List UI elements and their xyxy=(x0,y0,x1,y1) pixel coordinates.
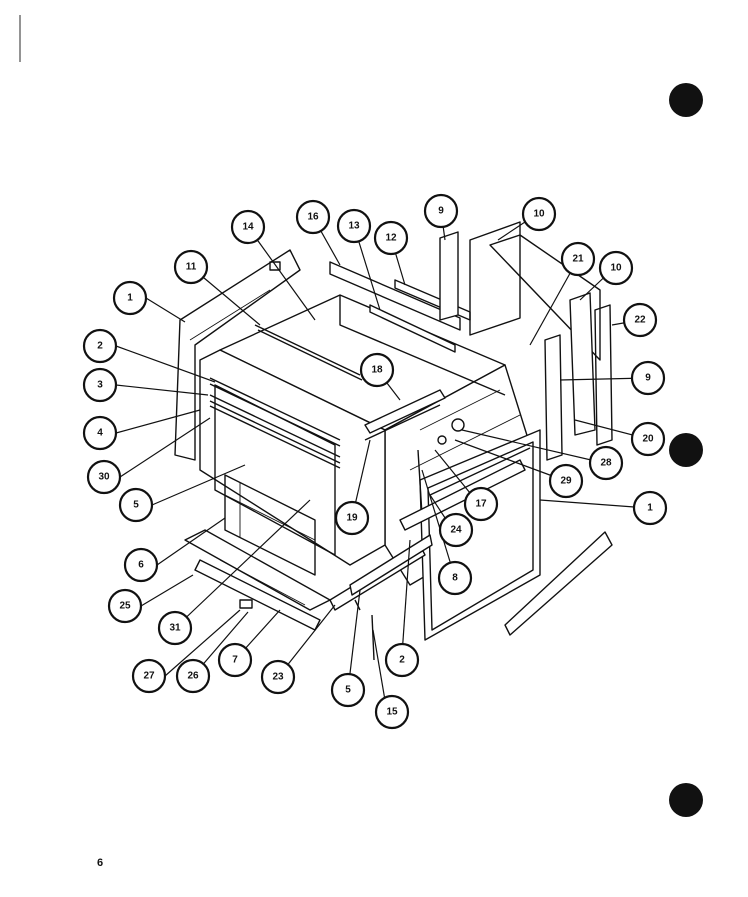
svg-text:25: 25 xyxy=(119,601,131,612)
callout: 29 xyxy=(548,463,584,499)
svg-text:23: 23 xyxy=(272,672,284,683)
callout: 12 xyxy=(373,220,409,256)
svg-text:26: 26 xyxy=(187,671,199,682)
svg-text:13: 13 xyxy=(348,221,360,232)
callout: 9 xyxy=(423,193,459,229)
callout: 16 xyxy=(295,199,331,235)
svg-text:10: 10 xyxy=(533,209,545,220)
svg-text:2: 2 xyxy=(97,341,103,352)
svg-text:22: 22 xyxy=(634,315,646,326)
callout: 6 xyxy=(123,547,159,583)
door-hinge-rod xyxy=(417,449,423,516)
bottom-trim xyxy=(329,534,433,611)
svg-text:5: 5 xyxy=(133,500,139,511)
callout: 10 xyxy=(598,250,634,286)
svg-text:12: 12 xyxy=(385,233,397,244)
callout: 11 xyxy=(173,249,209,285)
svg-text:14: 14 xyxy=(242,222,254,233)
rear-frame-panels xyxy=(439,221,613,461)
callout: 21 xyxy=(560,241,596,277)
screw-part xyxy=(371,614,375,661)
callout: 23 xyxy=(260,659,296,695)
callout: 31 xyxy=(157,610,193,646)
punch-hole-top xyxy=(669,83,703,117)
callout: 25 xyxy=(107,588,143,624)
svg-text:30: 30 xyxy=(98,472,110,483)
svg-text:1: 1 xyxy=(647,503,653,514)
callout: 27 xyxy=(131,658,167,694)
punch-hole-middle xyxy=(669,433,703,467)
top-rod xyxy=(254,324,361,376)
callout: 3 xyxy=(82,367,118,403)
callout-markers: 1 2 3 4 30 5 6 25 31 27 26 7 23 5 15 2 8… xyxy=(82,193,668,730)
svg-text:16: 16 xyxy=(307,212,319,223)
callout: 22 xyxy=(622,302,658,338)
svg-text:7: 7 xyxy=(232,655,238,666)
callout: 10 xyxy=(521,196,557,232)
lower-door-rail xyxy=(399,459,526,531)
svg-text:15: 15 xyxy=(386,707,398,718)
svg-text:1: 1 xyxy=(127,293,133,304)
svg-text:8: 8 xyxy=(452,573,458,584)
callout: 17 xyxy=(463,486,499,522)
callout: 13 xyxy=(336,208,372,244)
svg-text:9: 9 xyxy=(645,373,651,384)
callout: 5 xyxy=(118,487,154,523)
svg-text:31: 31 xyxy=(169,623,181,634)
svg-text:21: 21 xyxy=(572,254,584,265)
svg-text:17: 17 xyxy=(475,499,487,510)
svg-text:29: 29 xyxy=(560,476,572,487)
svg-text:3: 3 xyxy=(97,380,103,391)
svg-text:2: 2 xyxy=(399,655,405,666)
callout: 24 xyxy=(438,512,474,548)
svg-text:24: 24 xyxy=(450,525,462,536)
callout: 30 xyxy=(86,459,122,495)
page-number: 6 xyxy=(97,857,104,869)
svg-text:6: 6 xyxy=(138,560,144,571)
svg-text:27: 27 xyxy=(143,671,155,682)
left-side-panel xyxy=(174,249,301,461)
callout: 1 xyxy=(632,490,668,526)
callout: 19 xyxy=(334,500,370,536)
callout: 14 xyxy=(230,209,266,245)
callout: 20 xyxy=(630,421,666,457)
callout: 15 xyxy=(374,694,410,730)
punch-hole-bottom xyxy=(669,783,703,817)
callout: 8 xyxy=(437,560,473,596)
callout: 18 xyxy=(359,352,395,388)
svg-text:10: 10 xyxy=(610,263,622,274)
callout: 2 xyxy=(82,328,118,364)
callout: 26 xyxy=(175,658,211,694)
loose-trim-strip xyxy=(504,531,613,636)
callout: 4 xyxy=(82,415,118,451)
callout: 28 xyxy=(588,445,624,481)
svg-text:11: 11 xyxy=(186,262,197,273)
svg-text:28: 28 xyxy=(600,458,612,469)
svg-text:4: 4 xyxy=(97,428,103,439)
callout: 9 xyxy=(630,360,666,396)
front-trim-rail xyxy=(364,389,446,434)
svg-text:20: 20 xyxy=(642,434,654,445)
callout: 2 xyxy=(384,642,420,678)
svg-text:19: 19 xyxy=(346,513,358,524)
svg-text:9: 9 xyxy=(438,206,444,217)
callout: 1 xyxy=(112,280,148,316)
callout: 7 xyxy=(217,642,253,678)
svg-text:18: 18 xyxy=(371,365,383,376)
svg-text:5: 5 xyxy=(345,685,351,696)
callout: 5 xyxy=(330,672,366,708)
drawer-frame xyxy=(184,529,331,631)
